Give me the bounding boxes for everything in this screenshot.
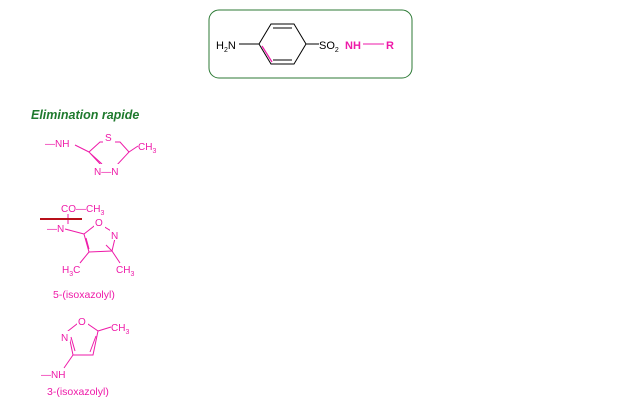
thiadiazole-substituent: —NH S CH3 N—N xyxy=(45,133,156,178)
so2-label: SO2 xyxy=(319,40,339,54)
mol2-co-ch3-label: CO—CH3 xyxy=(61,204,104,217)
isoxazolyl-5-substituent: CO—CH3 —N O N H3C CH3 5-(isoxazolyl) xyxy=(40,204,134,301)
nh-label: NH xyxy=(345,40,361,52)
isoxazolyl-3-substituent: O N CH3 —NH 3-(isoxazolyl) xyxy=(41,315,129,398)
r-group-label: R xyxy=(386,40,394,52)
mol3-o-label: O xyxy=(78,317,86,328)
mol3-caption: 3-(isoxazolyl) xyxy=(47,386,109,398)
mol2-o-label: O xyxy=(95,218,103,229)
core-box-border xyxy=(208,9,413,79)
mol2-caption: 5-(isoxazolyl) xyxy=(53,289,115,301)
mol2-h3c-label: H3C xyxy=(62,265,80,278)
mol2-n-right-label: N xyxy=(111,231,118,242)
h2n-label: H2N xyxy=(216,40,236,54)
mol1-s-label: S xyxy=(105,133,112,144)
mol2-n-left-label: —N xyxy=(47,224,64,235)
mol1-ch3-label: CH3 xyxy=(138,142,156,155)
mol3-n-label: N xyxy=(61,333,68,344)
section-title: Elimination rapide xyxy=(31,108,139,122)
mol3-nh-label: —NH xyxy=(41,370,65,381)
mol1-nn-label: N—N xyxy=(94,167,118,178)
mol2-ch3-label: CH3 xyxy=(116,265,134,278)
mol1-nh-label: —NH xyxy=(45,139,69,150)
sulfonamide-core-box: H2N SO2 NH R xyxy=(208,9,413,79)
benzene-ring xyxy=(258,23,307,65)
mol3-ch3-label: CH3 xyxy=(111,323,129,336)
